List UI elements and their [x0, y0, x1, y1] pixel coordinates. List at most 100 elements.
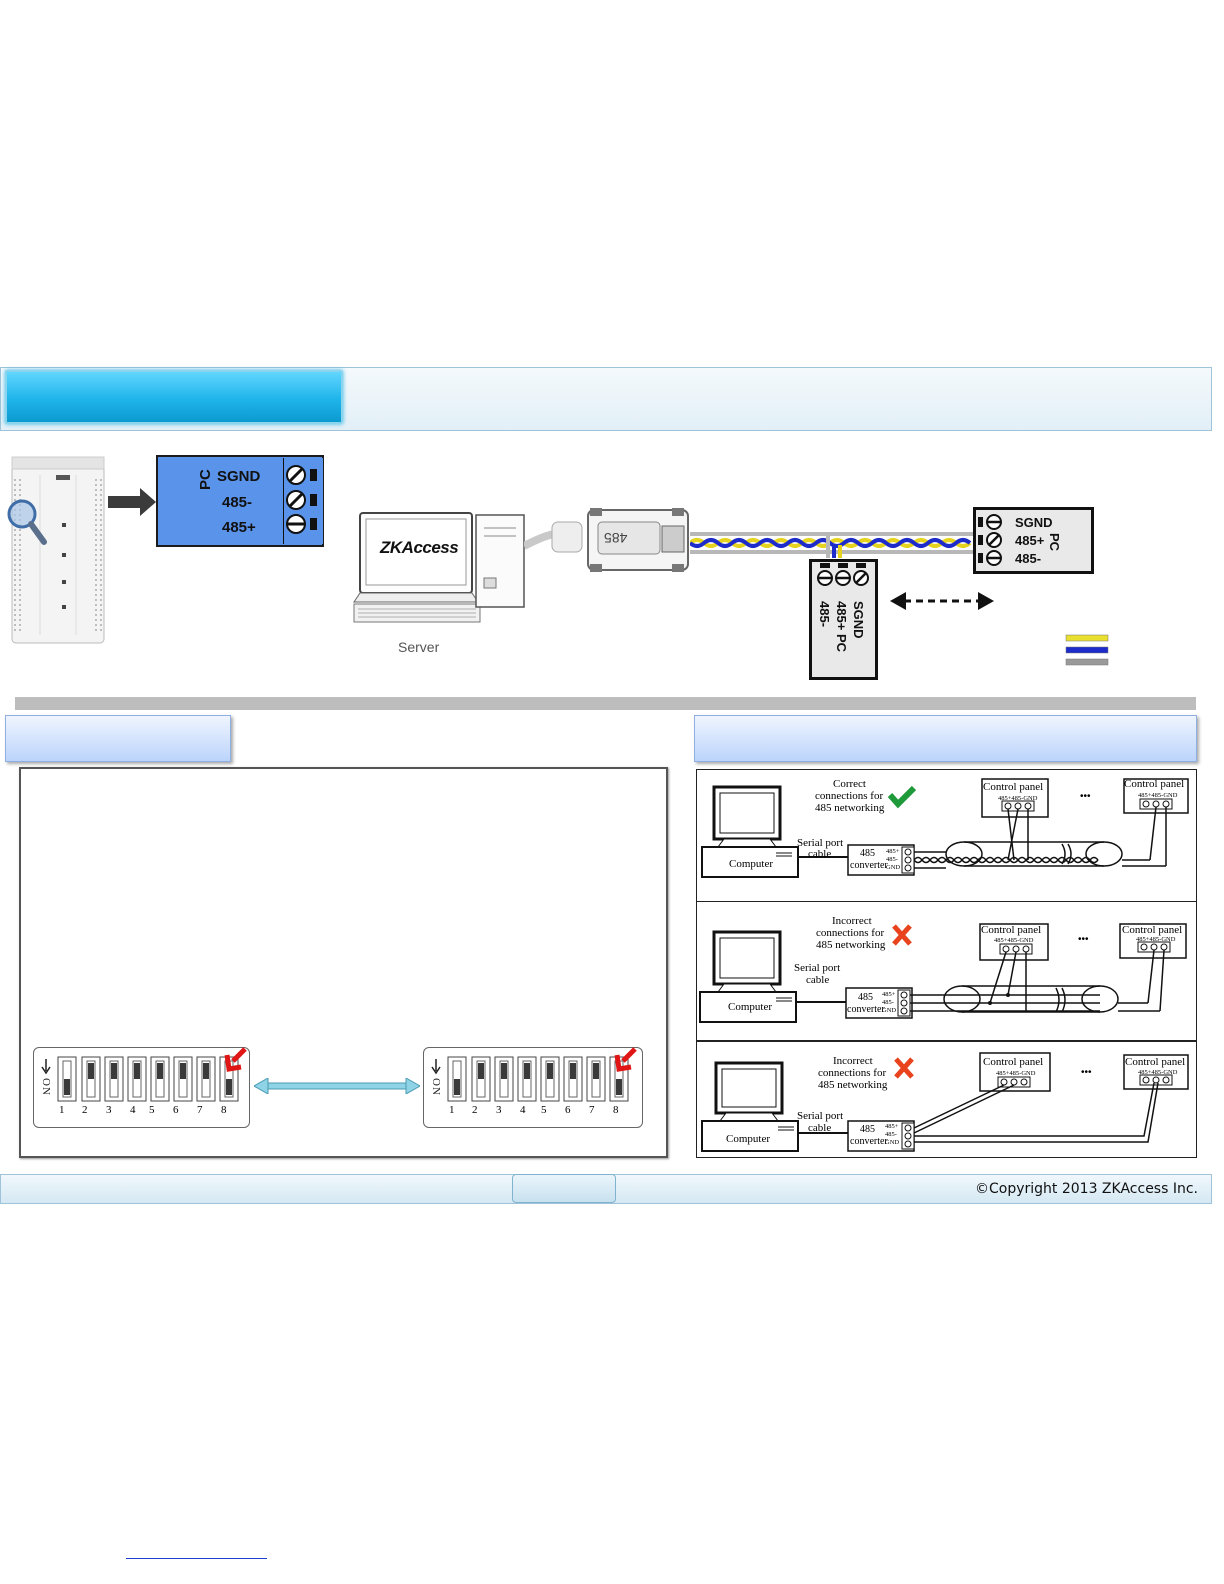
dip-left-on-label: ON — [40, 1078, 52, 1096]
dip-left-numbers: 1 2 3 4 5 6 7 8 — [57, 1104, 237, 1118]
red-pointer-arrow-icon — [224, 1047, 247, 1072]
dip-knob-2 — [478, 1063, 484, 1079]
access-controller-image — [10, 455, 106, 645]
cross-icon-2 — [894, 1057, 914, 1079]
right-terminal-screws-icon — [976, 511, 1004, 569]
dip-knob-3 — [501, 1063, 507, 1079]
on-arrow-icon — [41, 1059, 51, 1075]
right-pc-vertical-label: PC — [1047, 533, 1062, 552]
pin-label-485-plus: 485+ — [222, 519, 256, 536]
dip-double-arrow-icon — [252, 1077, 422, 1095]
panel1-wiring — [696, 769, 1197, 902]
panel2-wiring — [696, 902, 1197, 1041]
dip-right-num-7: 7 — [589, 1104, 595, 1116]
p2-pin-3: GND — [882, 1007, 897, 1014]
dip-switch-right-art — [423, 1047, 643, 1128]
p2-caption-1: Incorrect — [832, 915, 872, 927]
p3-pin-2: 485- — [885, 1131, 897, 1138]
dip-knob-4 — [524, 1063, 530, 1079]
bottom-pin-sgnd: SGND — [851, 601, 866, 639]
dip-knob-1 — [64, 1079, 70, 1095]
wire-legend-swatch-3 — [1065, 658, 1109, 666]
dip-knob-6 — [570, 1063, 576, 1079]
p3-control-b: Control panel — [1125, 1056, 1186, 1068]
right-pin-485-plus: 485+ — [1015, 533, 1045, 548]
p3-pin-1: 485+ — [885, 1123, 899, 1130]
dip-right-num-1: 1 — [449, 1104, 455, 1116]
pin-label-485-minus: 485- — [222, 494, 253, 511]
footer-link-underline — [126, 1558, 267, 1559]
dip-switch-panel — [19, 767, 668, 1158]
p3-control-a: Control panel — [983, 1056, 1044, 1068]
p2-control-a: Control panel — [981, 924, 1042, 936]
dip-knob-3 — [111, 1063, 117, 1079]
dip-right-num-2: 2 — [472, 1104, 478, 1116]
p3-ellipsis: ••• — [1081, 1067, 1092, 1078]
p3-conv-2: converter — [850, 1136, 888, 1147]
dip-right-num-6: 6 — [565, 1104, 571, 1116]
dip-knob-5 — [157, 1063, 163, 1079]
dip-knob-2 — [88, 1063, 94, 1079]
p1-cable-1: Serial port — [797, 837, 844, 849]
p2-caption-2: connections for — [816, 927, 885, 939]
p1-ellipsis: ••• — [1080, 791, 1091, 802]
p3-cable-2: cable — [808, 1122, 832, 1134]
p2-pin-1: 485+ — [882, 991, 896, 998]
p1-control-a: Control panel — [983, 781, 1044, 793]
dip-knob-8 — [616, 1079, 622, 1095]
copyright-text: ©Copyright 2013 ZKAccess Inc. — [975, 1181, 1198, 1197]
p3-control-pins-a: 485+485-GND — [996, 1070, 1036, 1077]
p2-pin-2: 485- — [882, 999, 894, 1006]
wire-legend-swatch-2 — [1065, 646, 1109, 654]
dip-knob-4 — [134, 1063, 140, 1079]
p3-pin-3: GND — [885, 1139, 900, 1146]
dip-left-num-2: 2 — [82, 1104, 88, 1116]
p1-control-pins-a: 485+485-GND — [998, 795, 1038, 802]
dip-right-numbers: 1 2 3 4 5 6 7 8 — [447, 1104, 627, 1118]
terminal-screws-icon — [282, 458, 323, 544]
p3-computer: Computer — [726, 1133, 770, 1145]
p2-caption-3: 485 networking — [816, 939, 886, 951]
left-subsection-header — [5, 715, 231, 762]
bottom-terminal-screws-icon — [813, 562, 873, 588]
dip-right-num-4: 4 — [520, 1104, 526, 1116]
serial-adapter-image — [522, 506, 700, 574]
p2-control-pins-a: 485+485-GND — [994, 937, 1034, 944]
p1-computer: Computer — [729, 858, 773, 870]
p2-cable-2: cable — [806, 974, 830, 986]
dip-knob-5 — [547, 1063, 553, 1079]
p3-control-pins-b: 485+485-GND — [1138, 1069, 1178, 1076]
pin-label-sgnd: SGND — [217, 468, 261, 485]
p2-computer: Computer — [728, 1001, 772, 1013]
p3-caption-1: Incorrect — [833, 1055, 873, 1067]
magnifier-icon — [6, 496, 50, 548]
wire-legend-swatch-1 — [1065, 634, 1109, 642]
dip-knob-1 — [454, 1079, 460, 1095]
dip-left-num-5: 5 — [149, 1104, 155, 1116]
dip-left-num-8: 8 — [221, 1104, 227, 1116]
p1-pin-2: 485- — [886, 856, 898, 863]
brand-logo: ZKAccess — [380, 538, 459, 557]
dip-right-num-3: 3 — [496, 1104, 502, 1116]
dip-knob-8 — [226, 1079, 232, 1095]
section-title-box — [5, 370, 343, 424]
dip-knob-6 — [180, 1063, 186, 1079]
p1-caption-2: connections for — [815, 790, 884, 802]
arrow-right-icon — [108, 488, 156, 516]
dip-right-num-8: 8 — [613, 1104, 619, 1116]
p2-ellipsis: ••• — [1078, 934, 1089, 945]
wire-color-legend — [1064, 632, 1110, 670]
p2-control-b: Control panel — [1122, 924, 1183, 936]
section-divider — [15, 697, 1196, 710]
p1-caption-1: Correct — [833, 778, 866, 790]
page-number-tab[interactable] — [512, 1174, 616, 1203]
p1-control-pins-b: 485+485-GND — [1138, 792, 1178, 799]
dip-switch-left-art — [33, 1047, 250, 1128]
adapter-label: 485 — [604, 530, 628, 546]
p2-conv-1: 485 — [858, 992, 873, 1003]
dip-right-num-5: 5 — [541, 1104, 547, 1116]
p1-pin-3: GND — [886, 864, 901, 871]
dip-knob-7 — [203, 1063, 209, 1079]
p1-conv-1: 485 — [860, 848, 875, 859]
right-pin-sgnd: SGND — [1015, 515, 1053, 530]
